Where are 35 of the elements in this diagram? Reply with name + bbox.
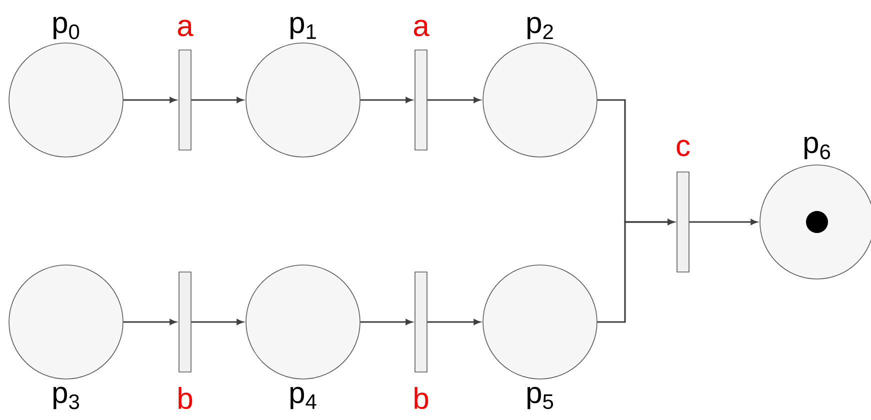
transition-label: c [676,140,690,156]
place-label: p$_{0}$ [54,16,80,40]
place-label: p$_{5}$ [528,386,554,410]
place-circle [8,42,124,158]
place-circle [482,264,598,380]
transition-bar [178,272,192,372]
place-circle [246,42,360,158]
arrow [427,319,480,325]
arrow [597,219,674,323]
arrow [191,319,244,325]
transition-label: b [178,386,192,409]
arrow [191,97,244,103]
place-circle [760,164,871,280]
arrow [427,97,480,103]
arrow [123,97,176,103]
place-label: p$_{6}$ [804,136,830,160]
arrow [689,219,758,225]
transition-bar [414,272,428,372]
transition-label: a [414,20,430,36]
place-label: p$_{1}$ [290,16,316,40]
transition-bar [676,172,690,272]
transition-label: b [414,386,428,409]
place-label: p$_{3}$ [54,386,80,410]
place-label: p$_{4}$ [290,386,316,410]
place-circle [246,264,360,380]
arrow [360,319,412,325]
transition-bar [414,50,428,150]
arrow [123,319,176,325]
transition-bar [178,50,192,150]
place-circle [8,264,124,380]
arrow [360,97,412,103]
place-label: p$_{2}$ [528,16,553,40]
place-circle [482,42,598,158]
token-dot [806,211,828,233]
transition-label: a [178,20,194,36]
